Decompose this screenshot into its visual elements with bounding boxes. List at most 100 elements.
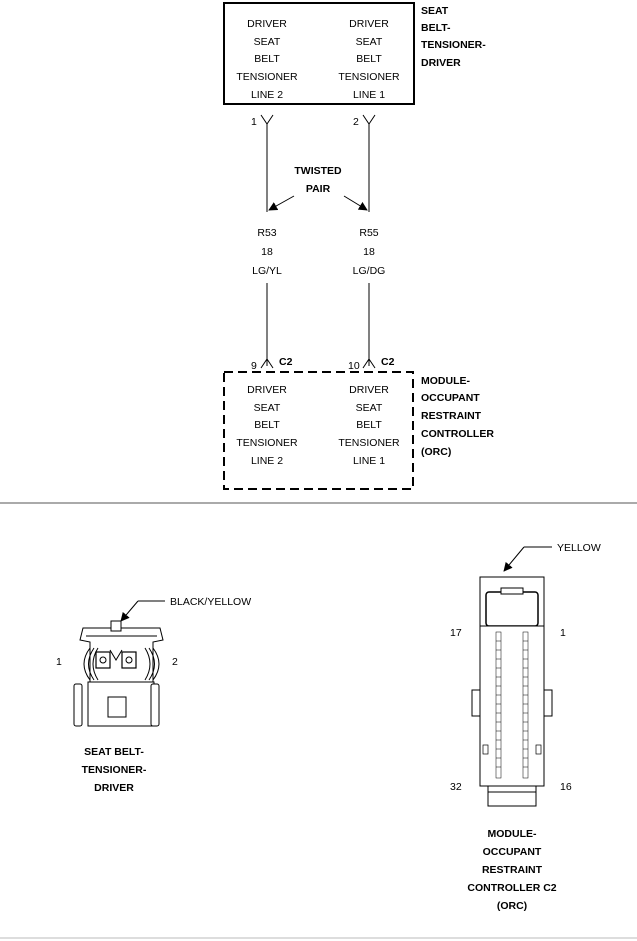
- orc-terminal-column-left: [495, 631, 502, 779]
- wire-r55-color: LG/DG: [353, 265, 386, 277]
- rib-left-3: [92, 647, 99, 681]
- orc-connector-label-right: C2: [381, 356, 395, 368]
- orc-pin10-line-3: BELT: [356, 419, 382, 431]
- rib-right-3: [144, 647, 151, 681]
- orc-caption-line-4: CONTROLLER C2: [467, 882, 556, 894]
- tensioner-latch: [110, 620, 122, 632]
- orc-connector-base: [487, 785, 537, 807]
- tensioner-pin2-line-4: TENSIONER: [338, 71, 400, 83]
- orc-side-tab-left: [471, 689, 481, 717]
- wire-r53-circuit: R53: [257, 227, 276, 239]
- tensioner-pin1-line-3: BELT: [254, 53, 280, 65]
- rib-left-1: [83, 647, 91, 681]
- rib-left-2: [88, 647, 95, 681]
- twisted-pair-line-2: PAIR: [306, 183, 331, 195]
- rib-right-1: [152, 647, 160, 681]
- pin2-connector-mark: [362, 114, 376, 125]
- tensioner-pin2-line-5: LINE 1: [353, 89, 385, 101]
- orc-body-notch-left: [482, 744, 489, 755]
- tensioner-pin1-line-2: SEAT: [254, 36, 281, 48]
- orc-body-notch-right: [535, 744, 542, 755]
- tensioner-name-line-3: TENSIONER-: [421, 39, 486, 51]
- orc-pin10-line-2: SEAT: [356, 402, 383, 414]
- orc-module-component: DRIVER SEAT BELT TENSIONER LINE 2 DRIVER…: [223, 371, 494, 490]
- orc-pin-number-9: 9: [251, 360, 257, 372]
- tensioner-side-tab-right: [150, 683, 160, 727]
- orc-terminal-columns: [495, 631, 529, 779]
- tensioner-name-line-2: BELT-: [421, 22, 451, 34]
- orc-dashed-box: [223, 371, 414, 490]
- tensioner-pin-number-1: 1: [251, 116, 257, 128]
- tensioner-connector-color: BLACK/YELLOW: [170, 596, 251, 608]
- tensioner-pin2-line-1: DRIVER: [349, 18, 389, 30]
- twisted-pair-arrow-right: [343, 195, 368, 211]
- terminal-2-pin: [125, 656, 133, 664]
- wire-r53-color: LG/YL: [252, 265, 282, 277]
- orc-view-pin-16: 16: [560, 781, 572, 793]
- orc-pin-number-10: 10: [348, 360, 360, 372]
- tensioner-side-tab-left: [73, 683, 83, 727]
- yellow-callout-arrow: [503, 546, 525, 572]
- orc-caption-line-1: MODULE-: [488, 828, 537, 840]
- tensioner-caption-line-3: DRIVER: [94, 782, 134, 794]
- tensioner-pin1-line-4: TENSIONER: [236, 71, 298, 83]
- orc-c2-connector-view: YELLOW: [450, 542, 601, 912]
- tensioner-view-pin-2: 2: [172, 656, 178, 668]
- tensioner-box: [223, 2, 415, 105]
- orc-terminal-column-right: [522, 631, 529, 779]
- tensioner-pin2-line-2: SEAT: [356, 36, 383, 48]
- wire-r53-gauge: 18: [261, 246, 273, 258]
- tensioner-pin1-line-5: LINE 2: [251, 89, 283, 101]
- tensioner-name-line-1: SEAT: [421, 5, 449, 17]
- tensioner-pin-number-2: 2: [353, 116, 359, 128]
- orc-pin9-line-2: SEAT: [254, 402, 281, 414]
- orc-pin9-line-4: TENSIONER: [236, 437, 298, 449]
- orc-connector-color: YELLOW: [557, 542, 601, 554]
- orc-name-line-3: RESTRAINT: [421, 410, 482, 422]
- orc-pin10-line-4: TENSIONER: [338, 437, 400, 449]
- pin1-connector-mark: [260, 114, 274, 125]
- orc-side-tab-right: [543, 689, 553, 717]
- orc-pin9-line-1: DRIVER: [247, 384, 287, 396]
- terminal-key: [109, 649, 123, 661]
- tensioner-terminal-1: [95, 651, 111, 669]
- tensioner-terminal-2: [121, 651, 137, 669]
- orc-name-line-1: MODULE-: [421, 375, 470, 387]
- tensioner-pin2-line-3: BELT: [356, 53, 382, 65]
- tensioner-caption-line-1: SEAT BELT-: [84, 746, 144, 758]
- twisted-pair-arrow-left: [268, 195, 295, 211]
- tensioner-caption-line-2: TENSIONER-: [82, 764, 147, 776]
- wire-r55-circuit: R55: [359, 227, 378, 239]
- orc-pin9-line-3: BELT: [254, 419, 280, 431]
- orc-name-line-4: CONTROLLER: [421, 428, 494, 440]
- tensioner-connector-view: BLACK/YELLOW 1 2 SEAT BELT- TENSIONER- D…: [56, 596, 251, 794]
- orc-name-line-5: (ORC): [421, 446, 451, 458]
- orc-view-pin-17: 17: [450, 627, 462, 639]
- orc-pin9-line-5: LINE 2: [251, 455, 283, 467]
- rib-right-2: [148, 647, 155, 681]
- orc-view-pin-32: 32: [450, 781, 462, 793]
- orc-view-pin-1: 1: [560, 627, 566, 639]
- pin10-connector-mark: [362, 358, 376, 369]
- wire-r55-gauge: 18: [363, 246, 375, 258]
- terminal-1-pin: [99, 656, 107, 664]
- orc-caption-line-3: RESTRAINT: [482, 864, 543, 876]
- color-callout-arrow: [120, 600, 139, 622]
- tensioner-pin1-line-1: DRIVER: [247, 18, 287, 30]
- orc-connector-latch-tab: [500, 587, 524, 595]
- orc-connector-label-left: C2: [279, 356, 293, 368]
- orc-caption-line-2: OCCUPANT: [483, 846, 542, 858]
- tensioner-view-pin-1: 1: [56, 656, 62, 668]
- orc-name-line-2: OCCUPANT: [421, 392, 480, 404]
- twisted-pair-line-1: TWISTED: [294, 165, 342, 177]
- tensioner-lower-window: [107, 696, 127, 718]
- orc-caption-line-5: (ORC): [497, 900, 527, 912]
- orc-pin10-line-5: LINE 1: [353, 455, 385, 467]
- tensioner-name-line-4: DRIVER: [421, 57, 461, 69]
- orc-pin10-line-1: DRIVER: [349, 384, 389, 396]
- orc-connector-latch: [485, 591, 539, 627]
- seat-belt-tensioner-component: DRIVER SEAT BELT TENSIONER LINE 2 DRIVER…: [223, 2, 486, 105]
- pin9-connector-mark: [260, 358, 274, 369]
- orc-connector-body: [479, 625, 545, 787]
